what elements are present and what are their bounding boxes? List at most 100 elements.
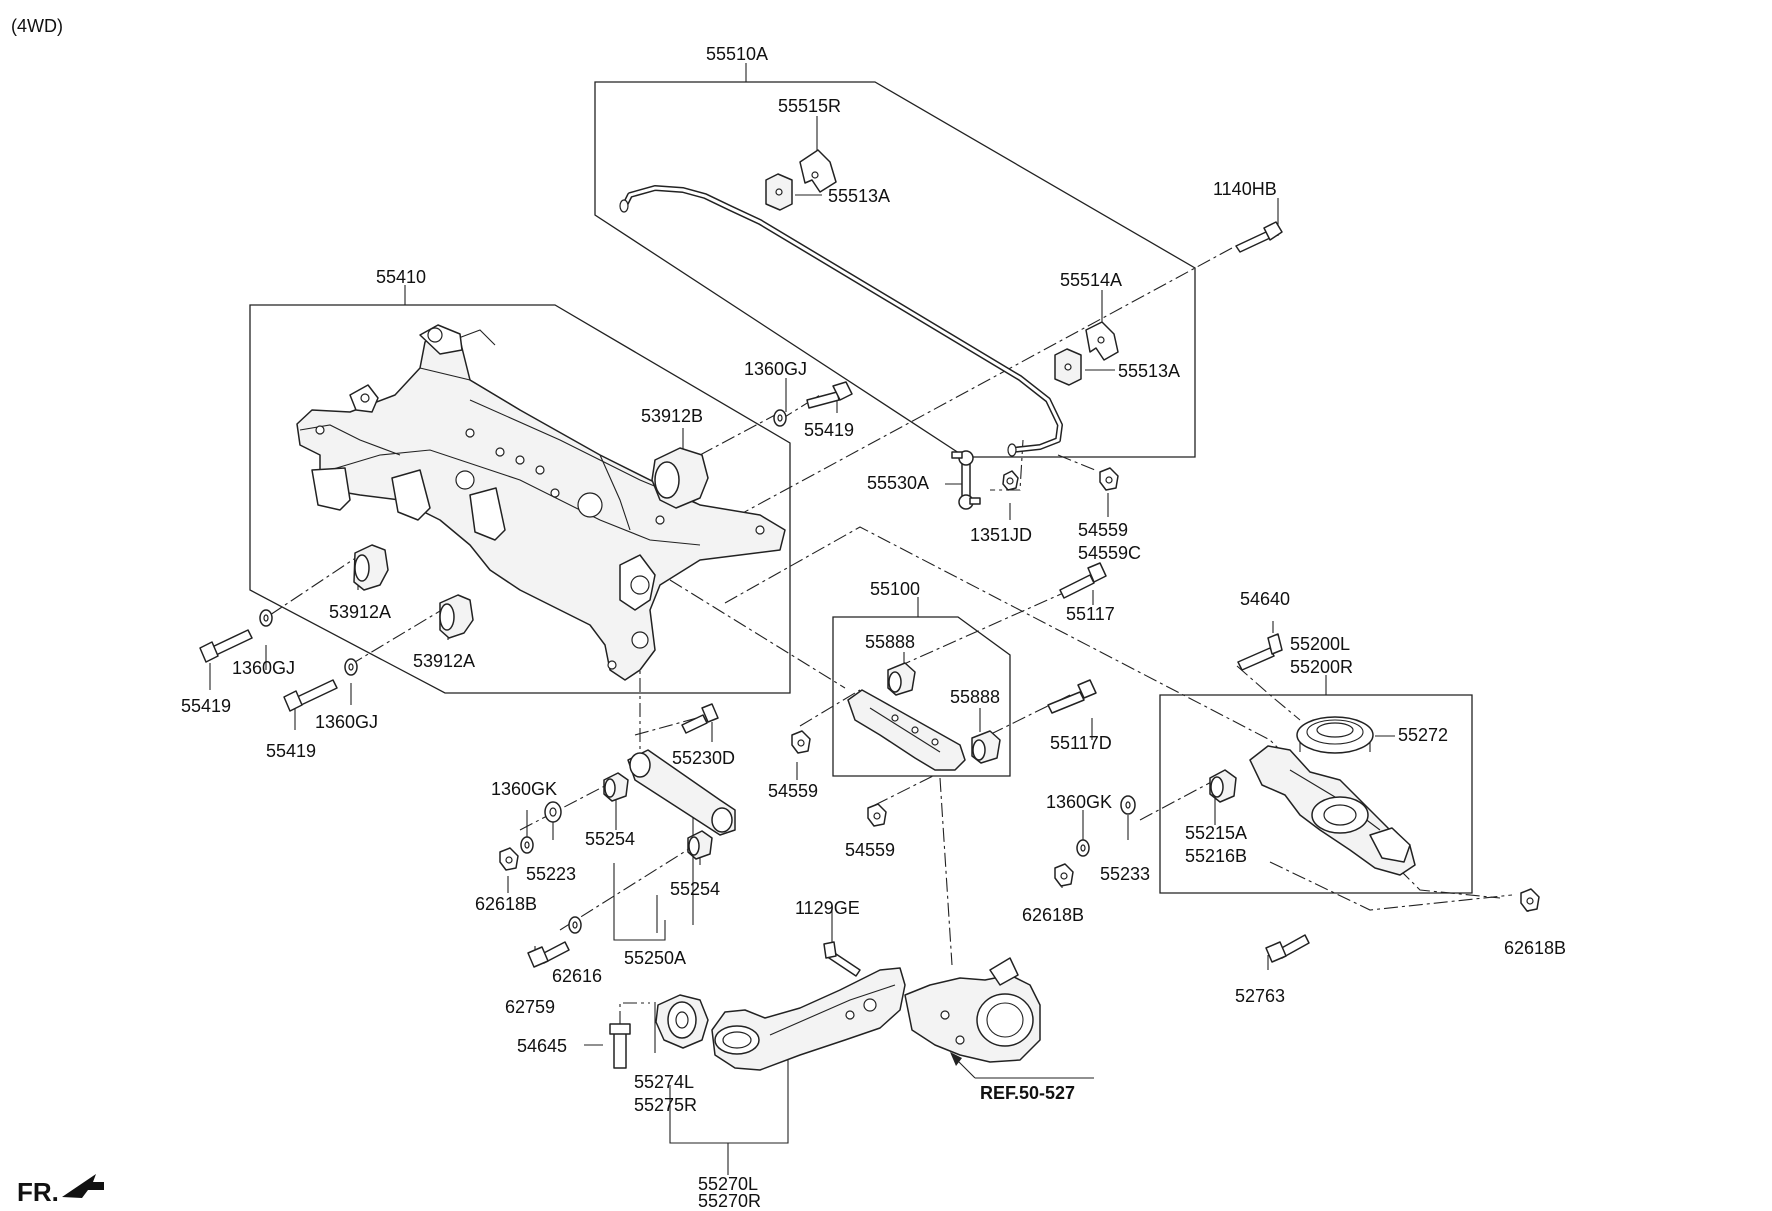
bolt-55419-left (199, 629, 253, 663)
part-label-55272: 55272 (1398, 725, 1448, 745)
part-label-1360gj-top: 1360GJ (744, 359, 807, 379)
part-label-62618b-left: 62618B (475, 894, 537, 914)
bolt-55117 (1059, 562, 1107, 599)
part-label-55230d: 55230D (672, 748, 735, 768)
part-label-55530a: 55530A (867, 473, 929, 493)
bolt-1140hb (1235, 221, 1283, 253)
part-label-1360gk-right: 1360GK (1046, 792, 1112, 812)
washer-55233 (1120, 795, 1136, 815)
part-label-55270r: 55270R (698, 1191, 761, 1211)
part-label-62759: 62759 (505, 997, 555, 1017)
bolt-54645 (609, 1023, 631, 1069)
assembly-line-bushing-53912a-2 (349, 607, 446, 666)
part-label-55274l: 55274L (634, 1072, 694, 1092)
part-label-55419-left: 55419 (181, 696, 231, 716)
assembly-line-bushing-53912a-1 (269, 554, 361, 616)
stabilizer-bar (619, 185, 1063, 457)
crossmember-55410 (296, 324, 786, 681)
bolt-55419-bottom (283, 679, 338, 712)
part-label-54559-a: 54559 (1078, 520, 1128, 540)
part-label-55233: 55233 (1100, 864, 1150, 884)
bolt-55117d (1047, 679, 1097, 714)
part-label-54640: 54640 (1240, 589, 1290, 609)
assembly-line-upper-arm (669, 579, 846, 689)
stabilizer-bracket-55514a (1085, 321, 1119, 361)
trailing-arm-55270 (711, 967, 906, 1071)
stabilizer-bushing-55513a-right (1054, 348, 1082, 386)
stabilizer-bracket-55515r (799, 149, 837, 193)
assembly-line-bushing-53912b (699, 414, 776, 456)
bushing-55888-a (887, 662, 916, 696)
assembly-line-lower-arm-bushing (1139, 779, 1216, 821)
assembly-line-bolt-55230d (634, 717, 698, 736)
bushing-55254-a (603, 772, 629, 802)
part-label-54559-b: 54559 (768, 781, 818, 801)
part-label-62618b-right: 62618B (1504, 938, 1566, 958)
part-label-55410: 55410 (376, 267, 426, 287)
bolt-55230d (681, 703, 719, 734)
part-label-53912a-2: 53912A (413, 651, 475, 671)
part-label-55223: 55223 (526, 864, 576, 884)
bushing-55888-b (971, 730, 1001, 764)
upper-arm-55100 (847, 689, 966, 771)
spring-seat-55272 (1296, 716, 1374, 754)
bolt-1129ge (823, 941, 861, 977)
part-label-55200l: 55200L (1290, 634, 1350, 654)
nut-54559-lower (867, 803, 887, 827)
part-label-52763: 52763 (1235, 986, 1285, 1006)
part-label-55275r: 55275R (634, 1095, 697, 1115)
nut-62618b-right (1520, 888, 1540, 912)
part-label-55200r: 55200R (1290, 657, 1353, 677)
bolt-55419-top (806, 381, 853, 409)
part-label-55117: 55117 (1066, 604, 1115, 624)
bolt-62759 (527, 941, 570, 968)
assembly-line-nut-54559-lower (874, 774, 936, 806)
part-label-1360gj-bottom: 1360GJ (315, 712, 378, 732)
part-label-1140hb: 1140HB (1213, 179, 1277, 199)
bushing-55215a (1209, 769, 1237, 803)
front-direction-arrow (62, 1174, 104, 1198)
stabilizer-group-box (594, 81, 1196, 458)
part-label-55513a-top: 55513A (828, 186, 890, 206)
washer-1360gj-top (773, 409, 787, 427)
part-label-55117d: 55117D (1050, 733, 1112, 753)
assembly-line-lower-arm-bolt (1269, 861, 1513, 911)
part-label-55510a: 55510A (706, 44, 768, 64)
assembly-line-knuckle (939, 777, 953, 966)
crossmember-group-box (249, 304, 791, 694)
part-label-55419-bottom: 55419 (266, 741, 316, 761)
stabilizer-link-55530a (951, 450, 981, 510)
part-label-55215a: 55215A (1185, 823, 1247, 843)
lower-arm-55200 (1249, 745, 1416, 876)
part-label-1360gj-left: 1360GJ (232, 658, 295, 678)
lateral-link-55250a (627, 749, 736, 836)
assembly-line-bolt-1140hb (714, 247, 1233, 529)
nut-62618b-mid (1054, 863, 1074, 887)
part-label-55216b: 55216B (1185, 846, 1247, 866)
part-label-55888-b: 55888 (950, 687, 1000, 707)
bushing-53912a-2 (439, 594, 474, 639)
bolt-54640 (1237, 633, 1283, 671)
part-label-54559c: 54559C (1078, 543, 1141, 563)
nut-54559-upper (791, 730, 811, 754)
part-label-1360gk-left: 1360GK (491, 779, 557, 799)
part-label-54559-c: 54559 (845, 840, 895, 860)
part-label-55254-b: 55254 (670, 879, 720, 899)
part-label-53912b: 53912B (641, 406, 703, 426)
assembly-line-bolt-55117 (894, 589, 1071, 669)
part-label-55515r: 55515R (778, 96, 841, 116)
assembly-line-nut-54559 (1057, 454, 1096, 471)
reference-label: REF.50-527 (980, 1083, 1075, 1103)
washer-1360gk-left (520, 836, 534, 854)
part-label-55100: 55100 (870, 579, 920, 599)
assembly-line-stabilizer-link (990, 439, 1024, 491)
reference-arrow (950, 1052, 1094, 1079)
bushing-55274l (655, 994, 709, 1049)
bolt-52763 (1265, 934, 1310, 963)
bushing-53912b (651, 447, 709, 509)
washer-1360gj-bottom (344, 658, 358, 676)
part-label-55419-top: 55419 (804, 420, 854, 440)
washer-1360gk-right (1076, 839, 1090, 857)
assembly-line-nut-54559-upper (799, 689, 861, 727)
nut-54559-top (1099, 467, 1119, 491)
